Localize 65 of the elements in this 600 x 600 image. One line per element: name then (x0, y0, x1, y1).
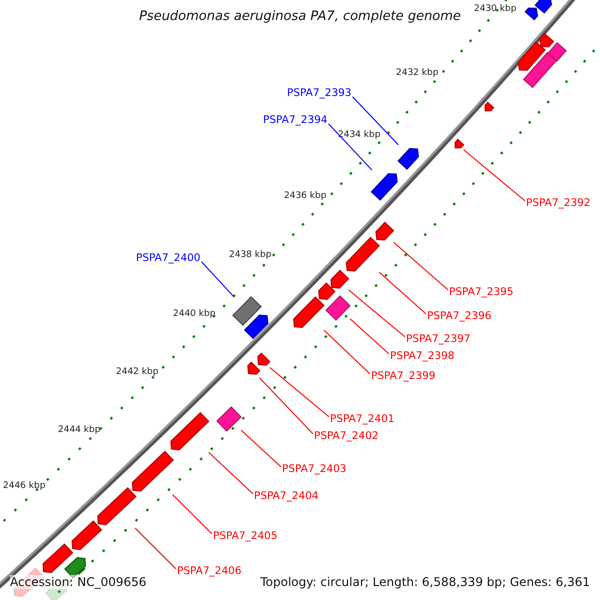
gene-feature (484, 102, 494, 112)
leader-line (258, 377, 314, 434)
leader-line (134, 528, 176, 570)
scale-label: 2430 kbp (474, 4, 516, 15)
leader-line (240, 430, 282, 468)
gene-feature (454, 138, 464, 148)
gene-label: PSPA7_2399 (371, 370, 436, 383)
gene-feature (330, 270, 350, 289)
gene-feature (370, 173, 398, 201)
gene-feature (518, 41, 546, 71)
gene-feature (522, 52, 558, 88)
footer-text: Accession: NC_009656 (10, 575, 146, 589)
gene-feature (257, 352, 270, 366)
leader-line (323, 330, 370, 374)
scale-label: 2446 kbp (3, 481, 46, 492)
gene-feature (524, 8, 538, 20)
gene-label: PSPA7_2401 (330, 413, 394, 426)
footer-text: Topology: circular; Length: 6,588,339 bp; Genes: 6,361 (260, 575, 590, 589)
leader-line (172, 494, 212, 534)
leader-line (463, 149, 526, 202)
gene-feature (534, 0, 552, 14)
leader-line (328, 123, 372, 170)
gene-feature (232, 296, 262, 326)
gene-feature (293, 296, 325, 328)
scale-label: 2440 kbp (173, 309, 216, 320)
gene-label: PSPA7_2396 (427, 310, 492, 323)
leader-line (201, 261, 234, 298)
gene-feature (170, 412, 210, 450)
gene-feature (247, 362, 260, 375)
gene-feature (346, 236, 380, 272)
gene-label: PSPA7_2405 (213, 530, 278, 543)
gene-label: PSPA7_2398 (390, 350, 454, 363)
gene-feature (216, 406, 242, 432)
gene-feature (97, 487, 137, 526)
gene-label: PSPA7_2406 (177, 565, 242, 578)
leader-line (348, 289, 406, 338)
gene-feature (132, 450, 174, 492)
gene-label: PSPA7_2404 (254, 490, 318, 503)
scale-label: 2438 kbp (229, 250, 272, 261)
gene-feature (375, 222, 394, 241)
gene-label: PSPA7_2393 (287, 87, 352, 100)
gene-label: PSPA7_2402 (314, 430, 378, 443)
gene-label: PSPA7_2403 (282, 463, 346, 476)
leader-line (352, 96, 399, 146)
leader-line (393, 242, 448, 290)
gene-feature (72, 520, 102, 550)
scale-label: 2432 kbp (396, 68, 438, 79)
scale-label: 2442 kbp (116, 367, 158, 378)
gene-label: PSPA7_2397 (406, 333, 470, 346)
gene-label: PSPA7_2395 (449, 286, 514, 299)
gene-label: PSPA7_2392 (526, 197, 590, 210)
gene-feature (397, 148, 419, 170)
gene-feature (318, 282, 336, 300)
leader-line (269, 367, 330, 418)
scale-label: 2444 kbp (58, 425, 100, 436)
scale-label: 2434 kbp (338, 130, 380, 141)
gene-feature (539, 32, 554, 48)
scale-label: 2436 kbp (284, 191, 326, 202)
map-title: Pseudomonas aeruginosa PA7, complete genome (138, 9, 462, 24)
gene-feature (325, 295, 351, 321)
leader-line (350, 318, 390, 354)
gene-feature (547, 42, 567, 62)
gene-feature (244, 314, 268, 340)
gene-label: PSPA7_2400 (136, 252, 200, 265)
gene-label: PSPA7_2394 (263, 114, 328, 127)
